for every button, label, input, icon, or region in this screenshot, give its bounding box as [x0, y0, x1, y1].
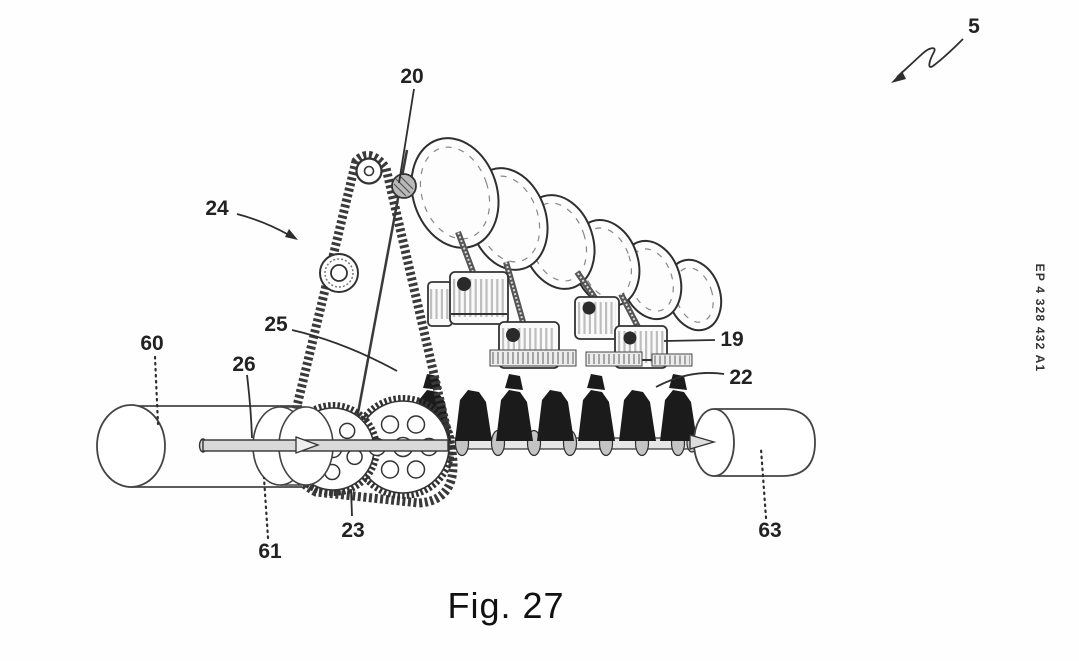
piston: [574, 296, 620, 340]
crankshaft-counterweights: [410, 137, 723, 332]
ref-label-25: 25: [264, 313, 288, 336]
leader-25: [291, 329, 398, 372]
patent-number: EP 4 328 432 A1: [1033, 264, 1047, 373]
leader-5: [896, 38, 964, 78]
piston: [449, 271, 509, 325]
crankshaft-nose: [391, 173, 417, 199]
output-shaft: [198, 436, 449, 454]
rocker-arms: [414, 374, 697, 441]
tensioner-idler-pulley: [319, 253, 359, 293]
leader-24-arrowhead: [285, 229, 298, 240]
leader-63: [759, 447, 768, 520]
right-cylinder: [689, 408, 816, 477]
leader-60: [153, 355, 160, 426]
left-cylinder: [96, 404, 302, 488]
belt-top-pulley: [355, 157, 383, 185]
leader-23: [350, 488, 353, 517]
connecting-rods: [455, 230, 641, 329]
leader-26: [246, 374, 253, 439]
ref-label-61: 61: [258, 540, 282, 563]
leader-24: [236, 213, 290, 236]
ref-label-26: 26: [232, 353, 255, 376]
valve-lifter-blocks: [489, 349, 693, 367]
ref-label-23: 23: [341, 519, 364, 542]
ref-label-24: 24: [205, 197, 229, 220]
ref-label-60: 60: [140, 332, 163, 355]
ref-label-19: 19: [720, 328, 743, 351]
leader-5-arrowhead: [891, 71, 906, 83]
ref-label-20: 20: [400, 65, 423, 88]
ref-label-22: 22: [729, 366, 752, 389]
leader-61: [262, 476, 270, 540]
leader-lines: [153, 38, 964, 540]
piston: [427, 281, 453, 327]
ref-label-63: 63: [758, 519, 781, 542]
ref-label-5: 5: [968, 15, 980, 38]
leader-19: [663, 339, 716, 342]
leader-20: [398, 88, 415, 184]
counterweight-disc: [410, 137, 500, 249]
figure-caption: Fig. 27: [447, 585, 564, 626]
reference-numerals: 5 20 24 25 26 60 61 23 19 22 63: [140, 15, 980, 563]
leader-22: [655, 372, 725, 388]
